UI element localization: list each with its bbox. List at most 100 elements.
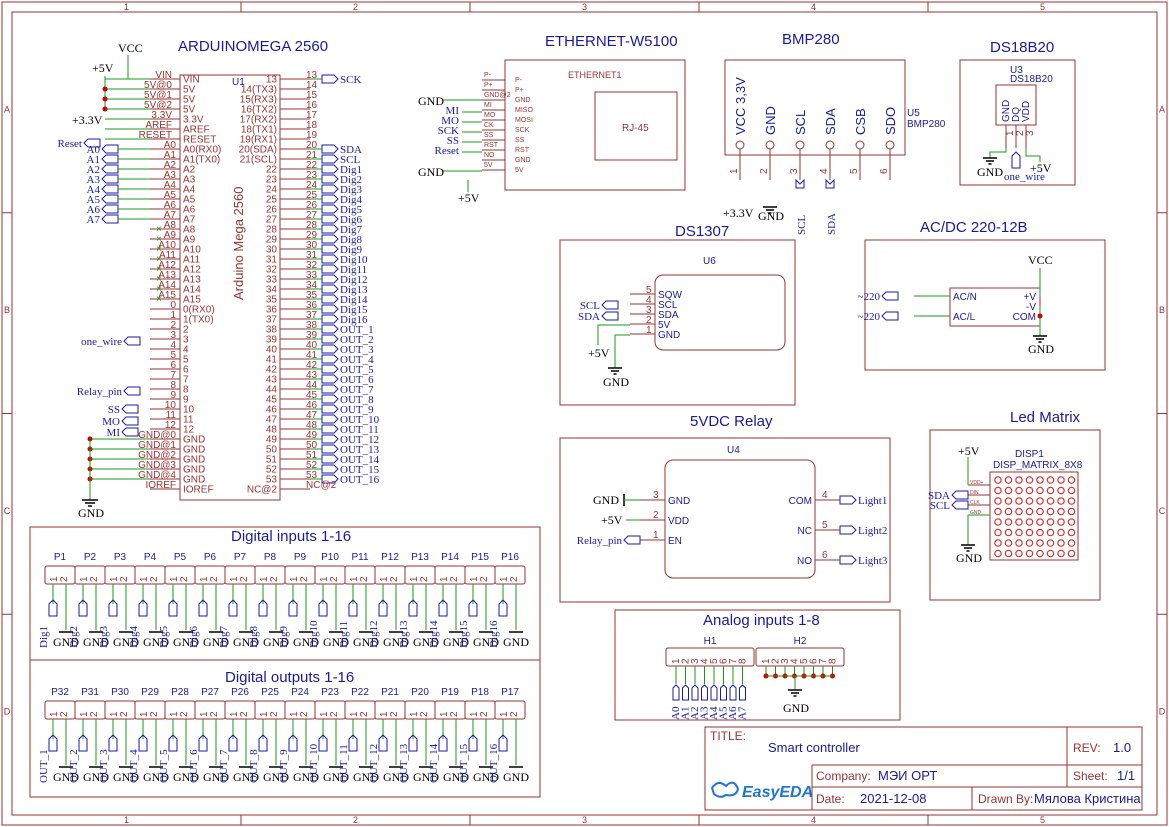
ds1307-pin-num: 3 [646,305,652,316]
relay-pin-tag: Relay_pin [77,386,123,398]
digital_inputs-pin-2: 2 [329,576,340,582]
arduino-left-pin-num: A0 [164,140,177,151]
digital_outputs-net: OUT_3 [98,749,110,783]
ds1307-frame [559,239,796,406]
led-dot [994,486,1002,495]
arduino-right-pin-num: 47 [306,410,318,421]
ds1307-pin: SCL [658,300,678,311]
digital_outputs-gnd: GND [83,770,109,784]
ds18b20-pin-num: 2 [1015,130,1026,136]
led-dots [994,476,1076,558]
led-dot [1015,539,1023,547]
arduino-right-pin: 36 [266,305,278,316]
arduino-right-tag-flag [321,174,339,184]
arduino-right-tag-flag [321,404,339,414]
grid-col-bottom: 3 [582,815,587,825]
junction-dot [1037,313,1043,319]
arduino-analog-tag: A4 [87,184,101,196]
bmp280-pin-ring [735,140,745,150]
relay-body [664,459,816,579]
ss-tag: SS [108,404,120,416]
led-dot [1036,528,1044,537]
digital_inputs-gnd: GND [113,635,139,649]
grid-row-right: C [1159,506,1166,516]
digital_outputs-tag-flag [258,734,268,752]
arduino-left-pin-num: A3 [164,170,177,181]
grid-row-left: A [4,104,10,114]
digital_outputs-ref: P24 [291,687,309,698]
arduino-right-tag-flag [321,364,339,374]
acdc-220-tag-2-flag [881,311,899,321]
one-wire-tag-flag [123,336,141,346]
dig-out-title: Digital outputs 1-16 [225,669,354,686]
led-dot [994,528,1002,537]
digital_inputs-gnd: GND [443,635,469,649]
acdc-vcc: VCC [1028,253,1053,267]
digital_outputs-ref: P31 [81,687,99,698]
no-connect-mark: × [156,224,162,235]
no-connect-mark: × [156,254,162,265]
digital_inputs-pin-1: 1 [259,576,270,582]
arduino-right-pin: 33 [266,275,278,286]
digital_outputs-pin-2: 2 [119,711,130,717]
digital_inputs-gnd: GND [323,635,349,649]
arduino-left-net: 3.3V [151,110,172,121]
ethernet-pin: RST [484,142,499,149]
digital_inputs-ref: P2 [84,552,97,563]
digital_outputs-net: OUT_5 [158,749,170,783]
arduino-right-pin-num: 33 [306,270,318,281]
arduino-right-pin-num: 26 [306,200,318,211]
grid-col-bottom: 5 [1040,815,1045,825]
ds18b20-name: DS18B20 [1010,74,1053,85]
digital_inputs-ref: P13 [411,552,429,563]
arduino-right-pin: 48 [266,425,278,436]
relay-light-tag-flag [839,525,857,535]
arduino-left-pin-num: A1 [164,150,177,161]
no-connect-mark: × [156,294,162,305]
arduino-right-pin-num: 49 [306,430,318,441]
dig-out-frame [29,659,541,798]
arduino-analog-tag: A6 [87,204,101,216]
digital_inputs-tag-flag [288,599,298,617]
led-dot [1046,539,1055,547]
arduino-right-pin: 39 [266,335,278,346]
bmp280-pin: SDA [823,108,838,135]
arduino-right-tag: OUT_5 [340,364,374,376]
arduino-reset-tag-flag [83,138,101,148]
digital_inputs-tag-flag [498,599,508,617]
led-dot [1004,476,1013,484]
led-gnd: GND [956,551,982,565]
arduino-right-pin-num: 32 [306,260,318,271]
bmp280-pin-ring [825,140,835,150]
arduino-right-tag-flag [321,164,339,174]
digital_outputs-pin-1: 1 [499,711,510,717]
ds-5v-wire [1025,148,1041,162]
digital_outputs-pin-1: 1 [349,711,360,717]
relay-right-pin: NC [798,526,812,537]
arduino-right-tag: Dig2 [340,174,362,186]
ethernet-pin-right: MISO [515,107,533,114]
digital_outputs-tag-flag [108,734,118,752]
analog-h1-pin: 8 [738,658,749,664]
bmp280-body [724,59,906,156]
led-dot [1067,549,1076,558]
digital_inputs-gnd: GND [143,635,169,649]
relay-light-tag: Light1 [858,495,887,507]
analog-h2-pin: 7 [818,658,829,664]
arduino-left-pin: 9 [183,395,189,406]
analog-ref-h1: H1 [704,636,717,647]
arduino-right-tag: Dig6 [340,214,363,226]
digital_inputs-gnd: GND [263,635,289,649]
led-dot [1067,539,1076,547]
arduino-left-pin: RESET [183,135,216,146]
digital_outputs-tag-flag [498,734,508,752]
digital_outputs-net: OUT_11 [338,744,350,783]
arduino-analog-tag-flag [101,154,119,164]
bmp280-pin-num: 6 [879,168,890,174]
arduino-right-tag-flag [321,284,339,294]
bmp280-pin-num: 3 [789,168,800,174]
analog-net: A4 [708,706,720,720]
